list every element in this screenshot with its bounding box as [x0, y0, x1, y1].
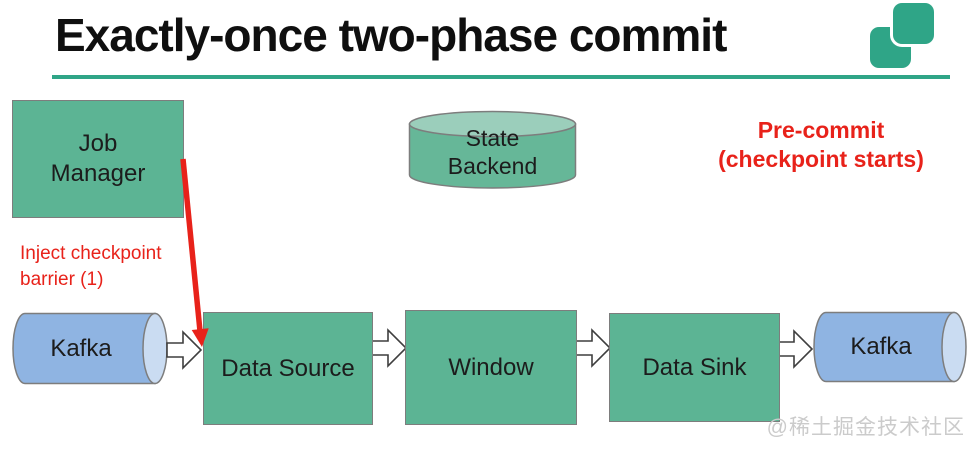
window-label: Window — [448, 353, 534, 381]
kafka-cylinder-icon — [813, 311, 967, 383]
watermark: @稀土掘金技术社区 — [766, 416, 965, 439]
pre-commit-annotation: Pre-commit (checkpoint starts) — [718, 117, 924, 172]
cylinder-body — [12, 312, 156, 385]
flow-arrow-icon — [777, 329, 814, 369]
kafka-cylinder-icon — [12, 312, 168, 385]
arrow-shaft — [180, 158, 203, 332]
data-sink-label: Data Sink — [642, 353, 747, 381]
cylinder-body — [408, 123, 577, 189]
kafka-in-label: Kafka — [50, 334, 112, 362]
inject-barrier-annotation: Inject checkpoint barrier (1) — [20, 243, 162, 290]
cylinder-top — [408, 110, 577, 138]
state-backend-label: State Backend — [447, 125, 538, 179]
database-cylinder-icon — [408, 110, 577, 189]
node-data-source: Data Source — [203, 312, 373, 425]
flow-arrow-icon — [575, 328, 612, 368]
job-manager-label: Job Manager — [50, 130, 146, 187]
page-title: Exactly-once two-phase commit — [55, 9, 727, 61]
node-window: Window — [405, 310, 577, 425]
flow-arrow-icon — [166, 330, 203, 370]
logo-front-square — [893, 3, 934, 44]
flow-arrow-icon — [371, 328, 408, 368]
cylinder-body — [813, 311, 955, 383]
node-state-backend: State Backend — [408, 110, 577, 190]
node-kafka-out: Kafka — [813, 311, 967, 383]
overlapping-squares-icon — [866, 1, 938, 73]
data-source-label: Data Source — [221, 354, 355, 382]
kafka-out-label: Kafka — [850, 333, 912, 360]
node-job-manager: Job Manager — [12, 100, 184, 218]
node-kafka-in: Kafka — [12, 312, 168, 385]
title-underline — [52, 75, 950, 79]
node-data-sink: Data Sink — [609, 313, 780, 422]
cylinder-cap — [941, 311, 967, 383]
